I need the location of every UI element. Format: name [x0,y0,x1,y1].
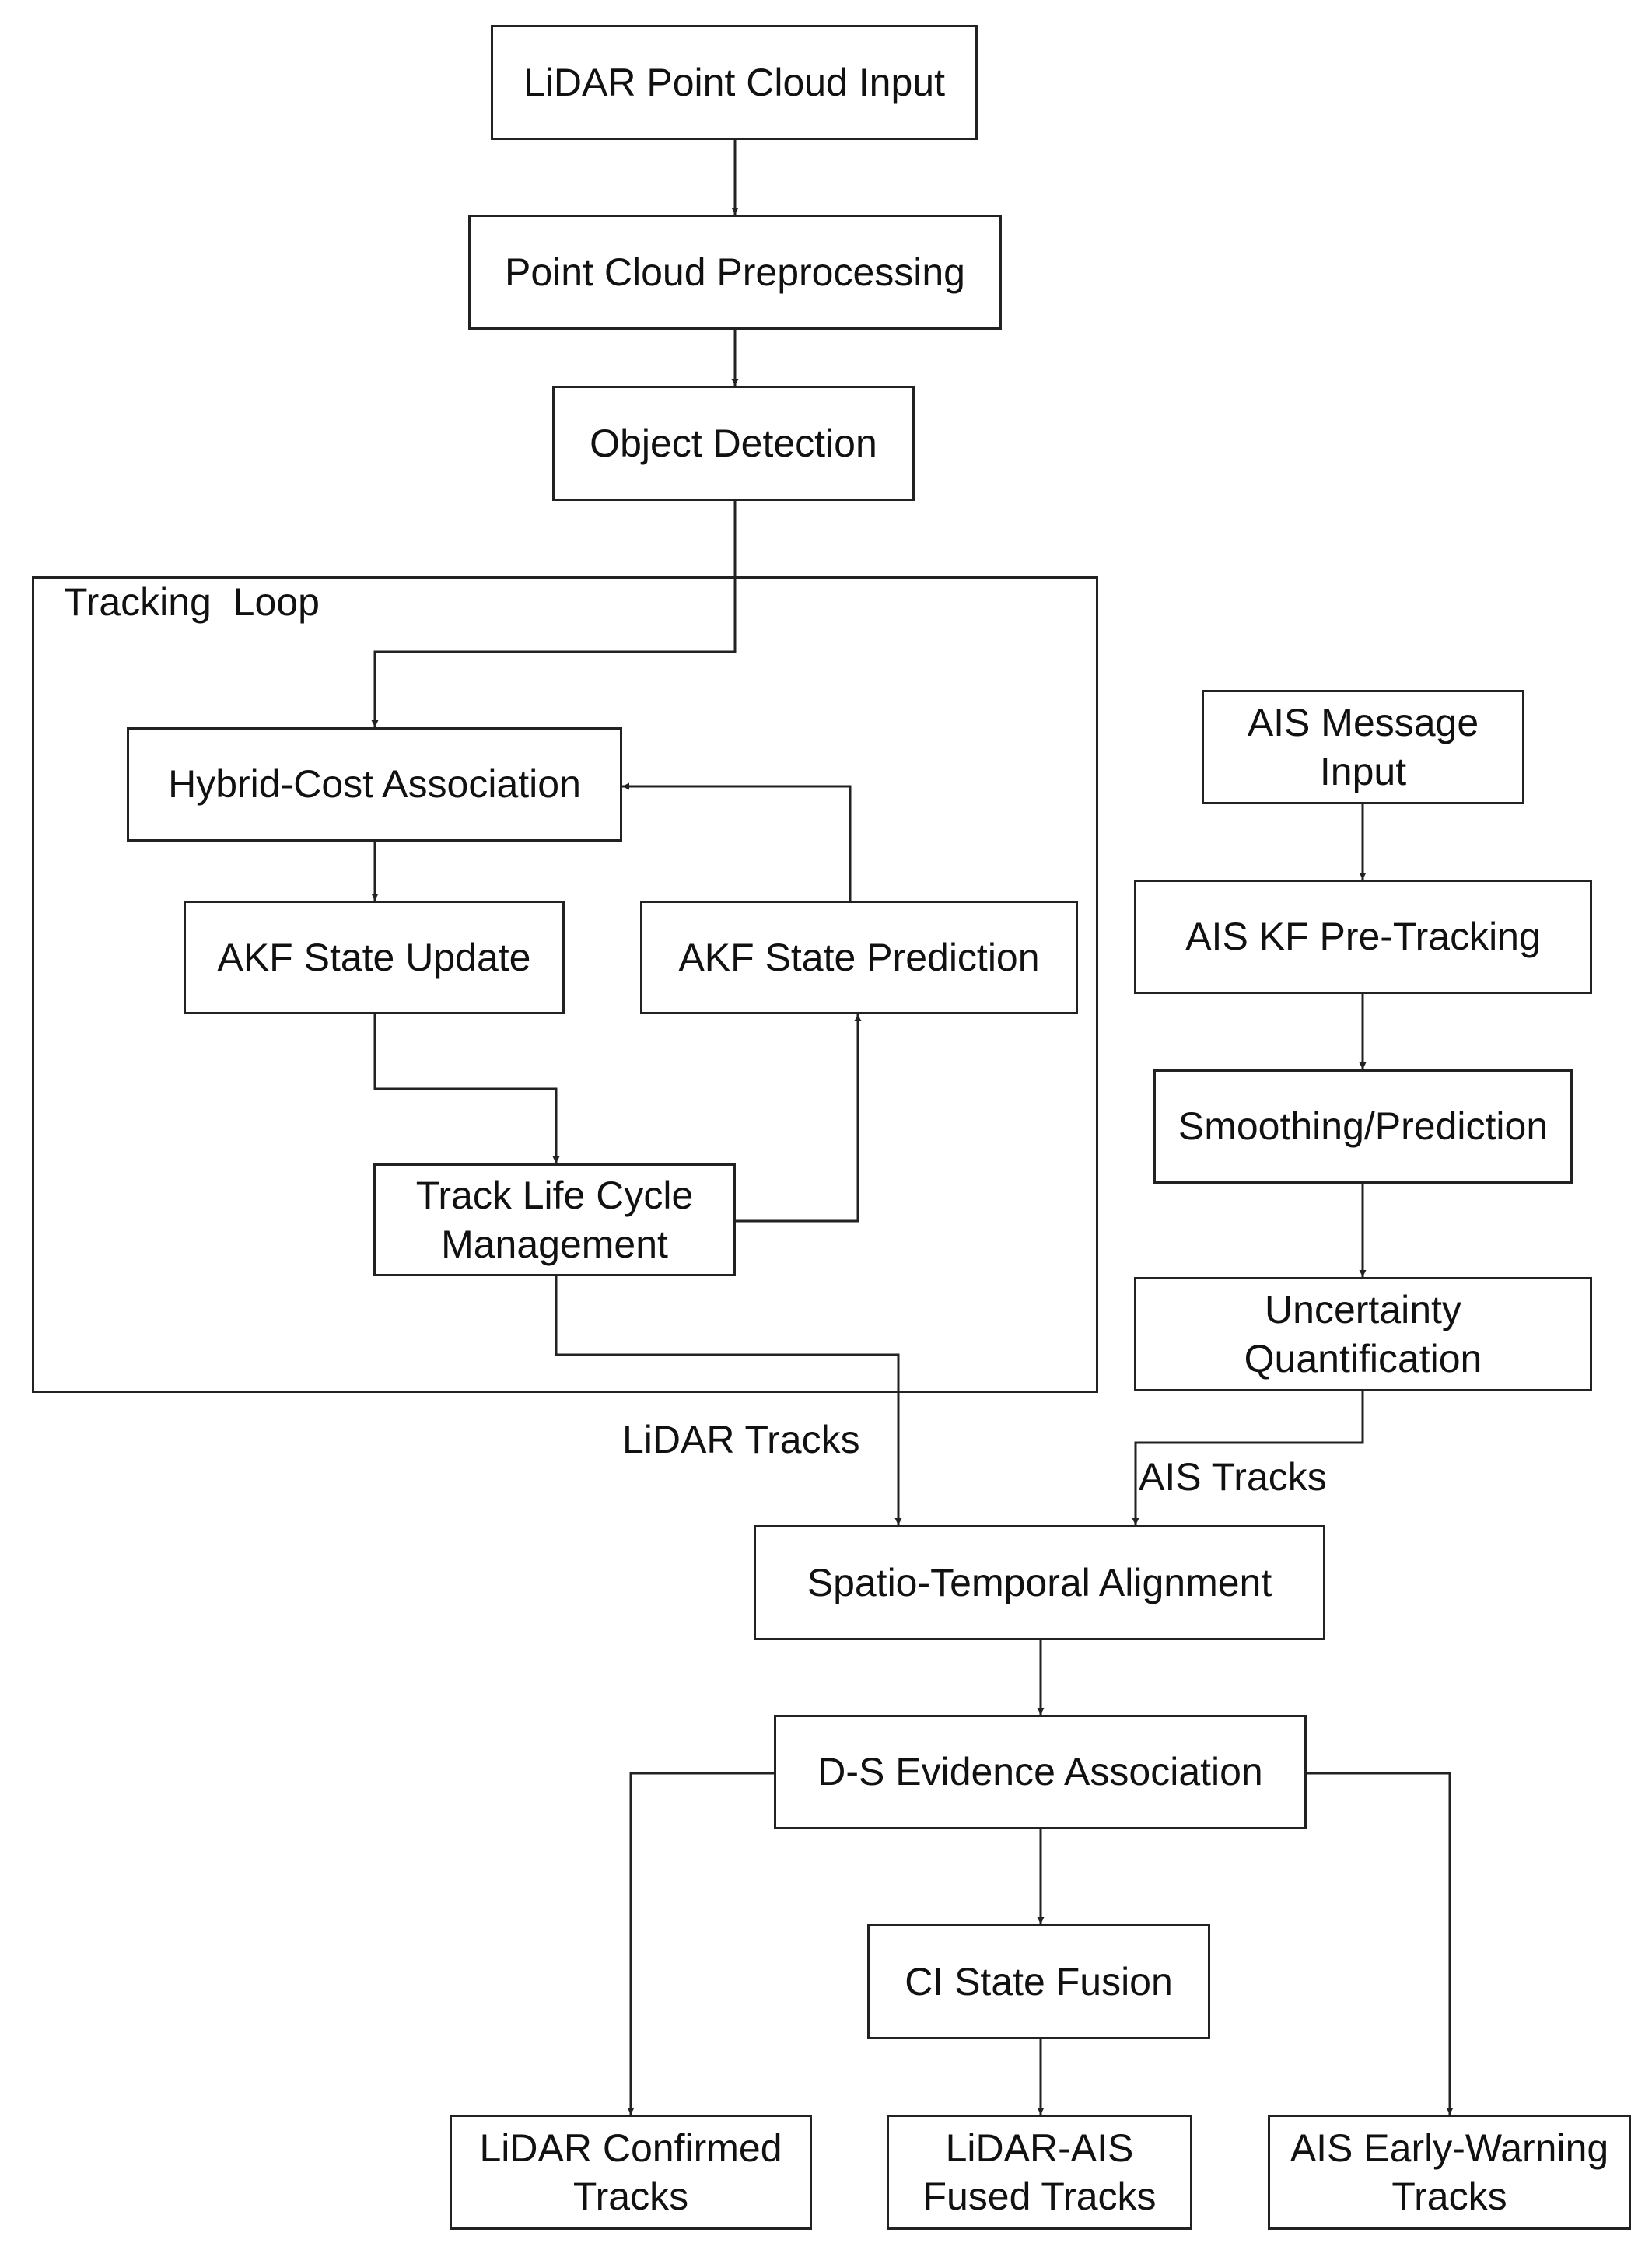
arrow-lifecycle-to-alignment [555,1276,902,1525]
spatio-temporal-alignment-box: Spatio-Temporal Alignment [754,1525,1325,1640]
tracking-loop-label: Tracking Loop [64,580,320,624]
lidar-point-cloud-input-box: LiDAR Point Cloud Input [491,25,978,140]
arrow-update-to-lifecycle [373,1014,560,1163]
lidar-tracks-label: LiDAR Tracks [622,1418,860,1461]
arrow-prediction-to-hybrid-cost [622,782,852,901]
arrow-ds-to-ais-warning [1307,1772,1454,2115]
object-detection-box: Object Detection [552,386,915,501]
akf-state-prediction-box: AKF State Prediction [640,901,1078,1014]
lidar-ais-fused-tracks-box: LiDAR-AIS Fused Tracks [887,2115,1192,2230]
ais-tracks-label: AIS Tracks [1139,1455,1327,1499]
lidar-confirmed-tracks-box: LiDAR Confirmed Tracks [450,2115,812,2230]
point-cloud-preprocessing-box: Point Cloud Preprocessing [468,215,1002,330]
track-life-cycle-management-box: Track Life Cycle Management [373,1163,736,1276]
arrow-uncertainty-to-alignment [1132,1391,1364,1525]
ais-kf-pre-tracking-box: AIS KF Pre-Tracking [1134,880,1592,994]
uncertainty-quantification-box: Uncertainty Quantification [1134,1277,1592,1391]
ais-message-input-box: AIS Message Input [1202,690,1524,804]
ci-state-fusion-box: CI State Fusion [867,1924,1210,2039]
tracking-loop-frame [32,576,1098,1393]
akf-state-update-box: AKF State Update [184,901,565,1014]
ds-evidence-association-box: D-S Evidence Association [774,1715,1307,1829]
arrow-lifecycle-to-prediction [736,1014,862,1223]
hybrid-cost-association-box: Hybrid-Cost Association [127,727,622,842]
ais-early-warning-tracks-box: AIS Early-Warning Tracks [1268,2115,1631,2230]
smoothing-prediction-box: Smoothing/Prediction [1153,1069,1573,1184]
arrow-ds-to-lidar-confirmed [627,1772,774,2115]
